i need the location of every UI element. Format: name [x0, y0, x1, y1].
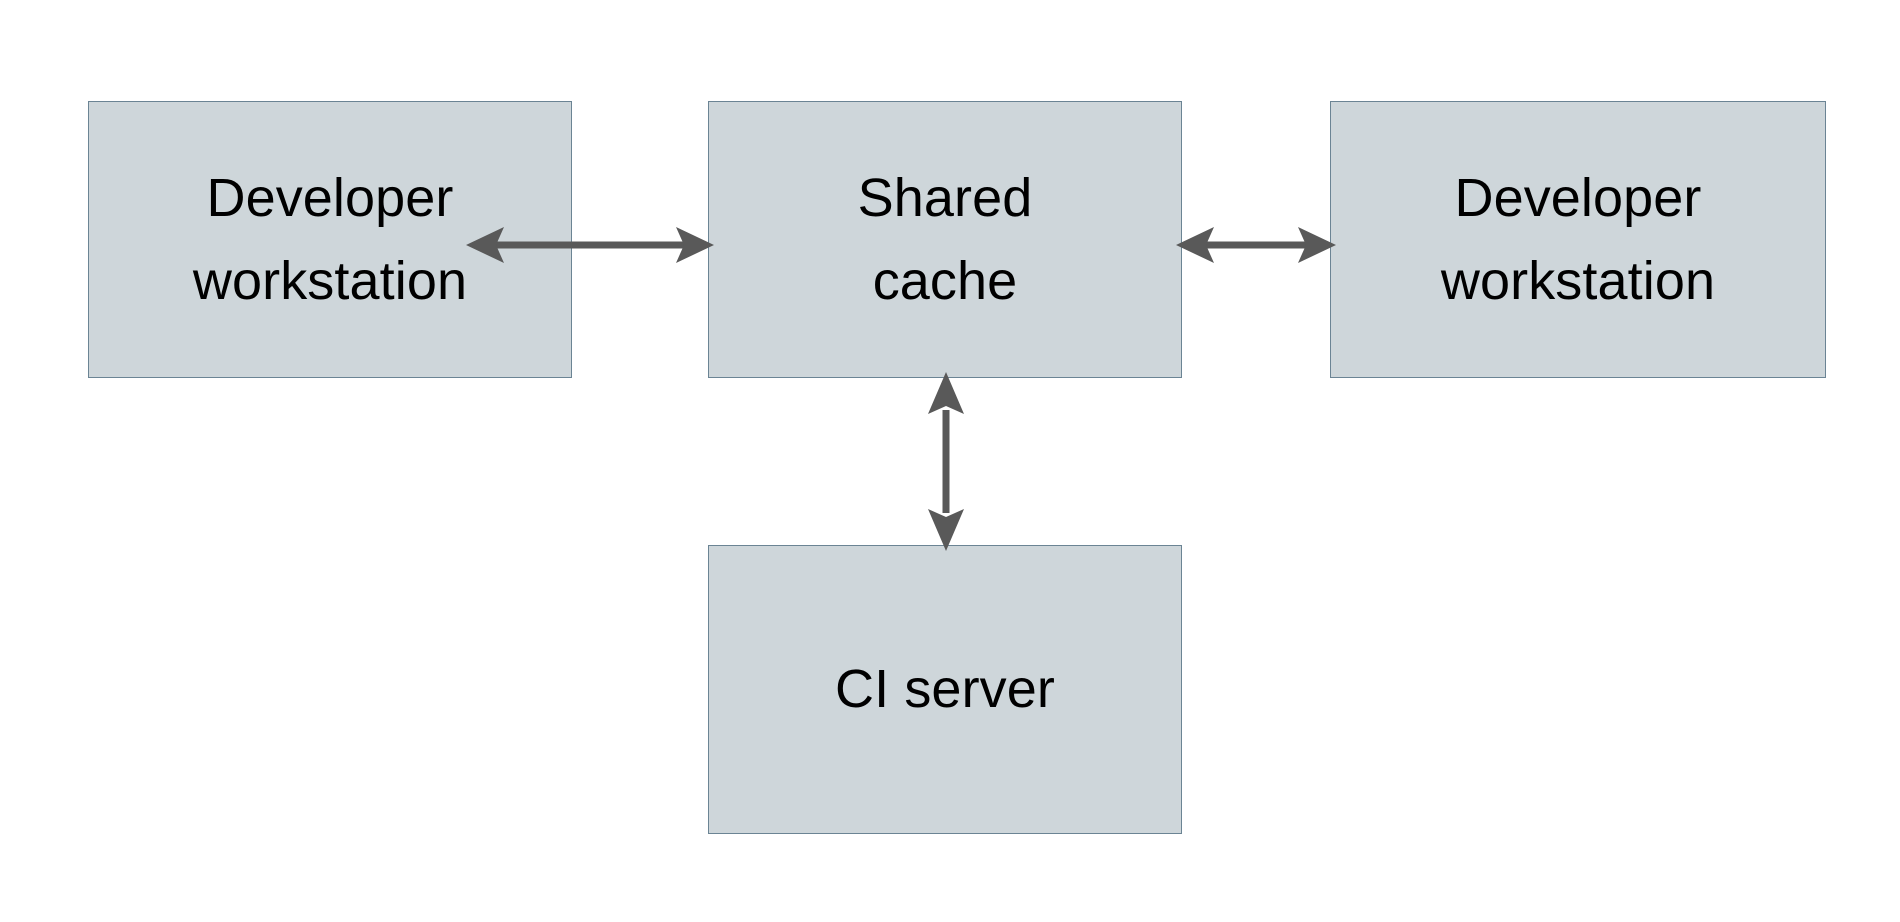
node-developer-workstation-right[interactable]: Developer workstation — [1330, 101, 1826, 378]
node-label: Developer workstation — [1440, 168, 1716, 311]
edge-developer-workstation-left-to-shared-cache[interactable] — [466, 215, 714, 275]
node-ci-server[interactable]: CI server — [708, 545, 1182, 834]
node-label: Developer workstation — [192, 168, 468, 311]
double-arrow-icon — [928, 372, 964, 551]
node-shared-cache[interactable]: Shared cache — [708, 101, 1182, 378]
node-label: Shared cache — [857, 168, 1033, 311]
node-label: CI server — [835, 659, 1055, 720]
double-arrow-icon — [466, 227, 714, 263]
edge-shared-cache-to-developer-workstation-right[interactable] — [1176, 215, 1336, 275]
double-arrow-icon — [1176, 227, 1336, 263]
edge-shared-cache-to-ci-server[interactable] — [916, 372, 976, 551]
